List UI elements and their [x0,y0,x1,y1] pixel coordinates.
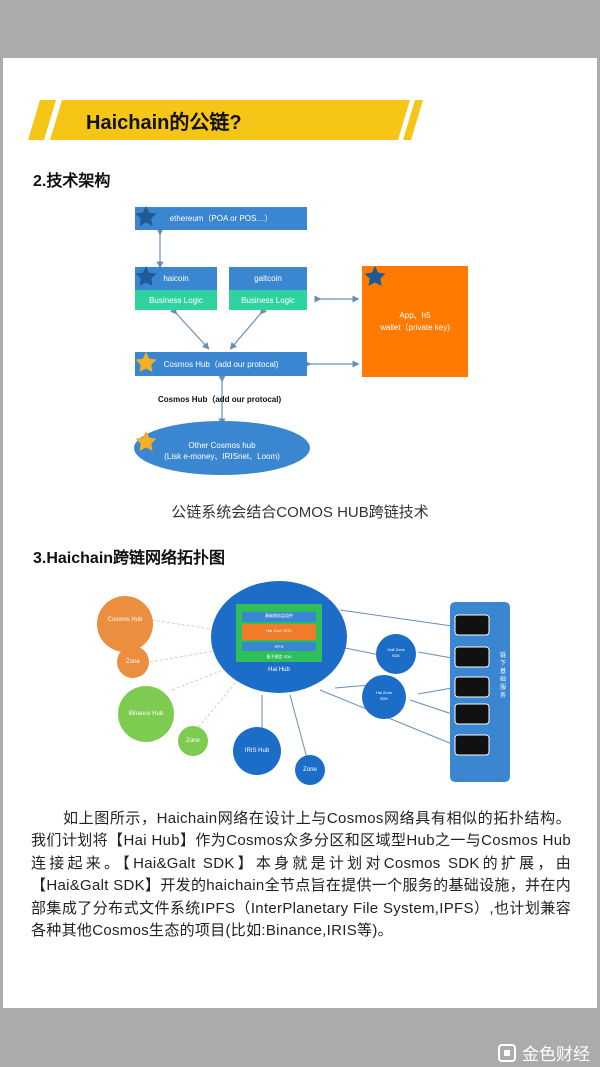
galtcoin-box: galtcoin [229,267,307,290]
server-icon [454,703,490,725]
business-logic-box-2: Business Logic [229,290,307,310]
ethereum-box: ethereum（POA or POS…） [135,207,307,230]
zone-node [117,646,149,678]
iris-hub-node [233,727,281,775]
other-hub-members: (Lisk e-money、IRISnet、Loom) [164,452,280,461]
server-icon [454,646,490,668]
other-hub-title: Other Cosmos hub [188,441,256,450]
zone-label: Zone [186,738,200,744]
other-cosmos-hub-node [134,421,310,475]
cosmos-hub-link-label: Cosmos Hub（add our protocal) [158,395,282,404]
body-paragraph: 如上图所示，Haichain网络在设计上与Cosmos网络具有相似的拓扑结构。我… [31,808,571,942]
hub-layer-label: IPFS [274,644,284,649]
star-icon [135,266,157,286]
haicoin-box: haicoin [135,267,217,290]
hai-hub-label: Hai Hub [268,667,290,673]
zone-label: Zone [303,767,317,773]
star-icon [135,431,157,451]
galt-zone-sdk: SDK [391,653,401,658]
app-label: App、h5 [399,310,431,320]
star-icon [135,206,157,226]
watermark-text: 金色财经 [522,1045,590,1065]
paragraph-text: 如上图所示，Haichain网络在设计上与Cosmos网络具有相似的拓扑结构。我… [31,810,571,940]
hai-zone-label: Hai Zone SDK [366,690,402,702]
server-icon [454,614,490,636]
other-hub-label: Other Cosmos hub (Lisk e-money、IRISnet、L… [134,440,310,462]
cosmos-hub-node [97,596,153,652]
wallet-label: wallet（private key) [380,322,450,332]
logo-icon [498,1043,516,1062]
hai-zone-node [362,675,406,719]
zone-node [178,726,208,756]
zone-node [295,755,325,785]
star-icon [364,266,386,286]
cosmos-hub-label: Cosmos Hub [107,617,143,623]
watermark: 金色财经 [498,1040,590,1065]
hub-layer-label: Hai Zone SDK [266,628,292,633]
cosmos-hub-box: Cosmos Hub（add our protocal) [135,352,307,376]
server-icon [454,734,490,756]
page-title: Haichain的公链? [86,112,242,134]
hai-zone-title: Hai Zone [375,690,393,695]
star-icon [135,352,157,372]
zone-label: Zone [126,659,140,665]
galt-zone-title: Galt Zone [387,647,405,652]
hub-layer-label: 量子通信 SDK [266,654,292,659]
binance-hub-node [118,686,174,742]
hub-layer-label: 基础服务层组件 [265,613,293,618]
section-heading-topology: 3.Haichain跨链网络拓扑图 [33,550,226,567]
server-icon [454,676,490,698]
offchain-service-label: 链下基础服务 [500,653,507,699]
hai-zone-sdk: SDK [379,696,389,701]
galt-zone-node [376,634,416,674]
galt-zone-label: Galt Zone SDK [378,647,414,659]
diagram-caption: 公链系统会结合COMOS HUB跨链技术 [171,504,429,521]
business-logic-box-1: Business Logic [135,290,217,310]
section-heading-architecture: 2.技术架构 [33,173,111,190]
iris-hub-label: IRIS Hub [244,748,270,754]
binance-hub-label: Binance Hub [128,711,164,717]
